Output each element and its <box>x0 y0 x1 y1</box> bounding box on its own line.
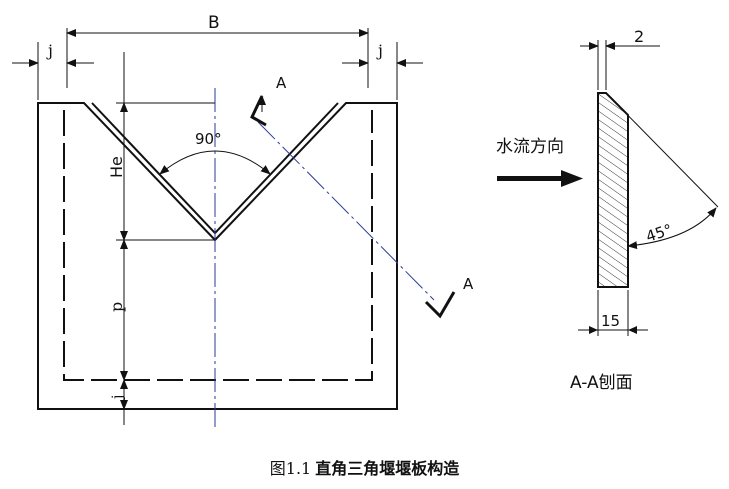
caption-title: 直角三角堰堰板构造 <box>315 459 460 478</box>
dim-b-label: B <box>208 13 220 33</box>
flow-direction: 水流方向 <box>496 137 583 187</box>
dim-2-label: 2 <box>634 27 644 46</box>
section-title: A-A刨面 <box>570 373 633 393</box>
front-view: A A B j j He p j 90° <box>12 13 474 428</box>
dim-15-arrow-right <box>628 326 637 334</box>
dim-j-right-label: j <box>376 41 383 60</box>
weir-plate-outline <box>37 102 398 410</box>
notch-angle-arc <box>159 150 271 175</box>
notch-angle-label: 90° <box>195 130 222 148</box>
bevel-angle-arc <box>627 207 717 250</box>
caption-number: 图1.1 <box>269 459 312 478</box>
section-plate <box>597 92 629 288</box>
dim-p-label: p <box>107 302 126 312</box>
flow-arrow-shaft <box>497 176 563 181</box>
section-view: 45° 2 15 A-A刨面 <box>570 27 719 393</box>
section-marker-top <box>250 95 267 127</box>
bevel-extension <box>605 92 719 208</box>
section-label-bottom: A <box>463 275 474 293</box>
channel-hidden-line <box>63 110 373 381</box>
dim-he-label: He <box>107 156 126 178</box>
dim-j-left-label: j <box>46 41 53 60</box>
section-marker-bottom <box>424 291 456 319</box>
bevel-angle-label: 45° <box>644 220 675 245</box>
dim-15-arrow-left <box>589 326 598 334</box>
dim-15-label: 15 <box>601 312 620 330</box>
flow-arrow-head <box>561 170 583 187</box>
flow-direction-label: 水流方向 <box>496 137 564 157</box>
section-cut-line <box>257 121 435 301</box>
section-label-top: A <box>276 74 287 92</box>
dim-j-bottom-label: j <box>110 395 126 401</box>
